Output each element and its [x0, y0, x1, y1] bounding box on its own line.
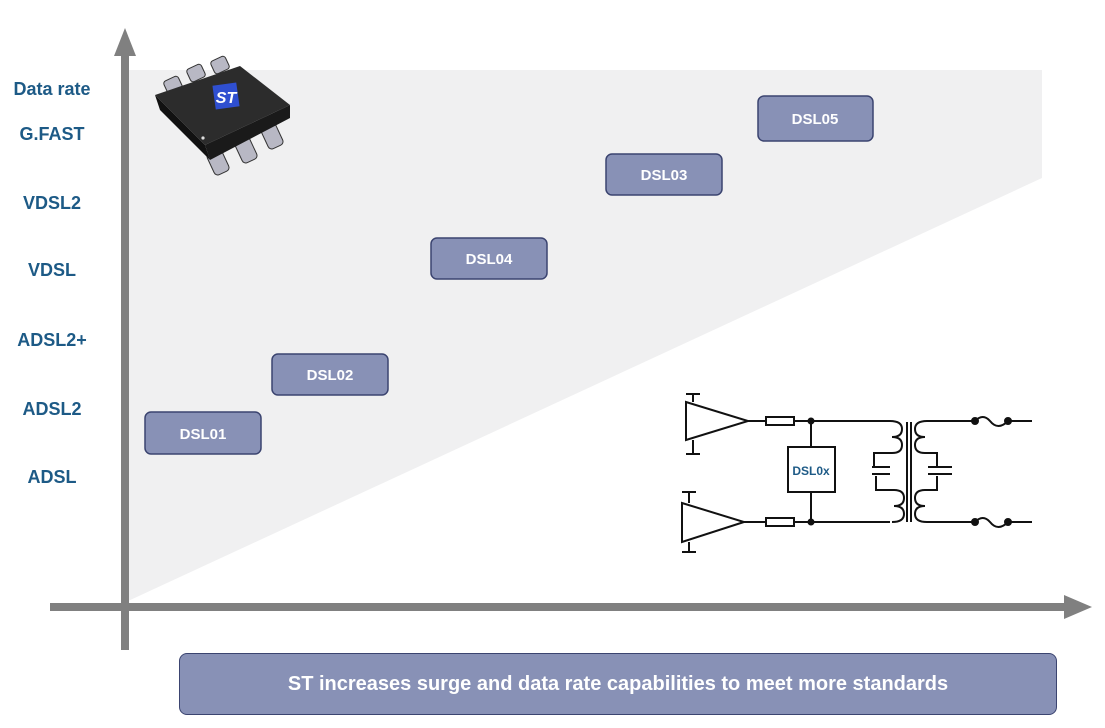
svg-text:DSL01: DSL01 [180, 426, 227, 443]
x-axis [50, 595, 1092, 619]
level-label-gfast: G.FAST [19, 124, 84, 144]
product-box-dsl04: DSL04 [430, 237, 548, 280]
product-box-dsl03: DSL03 [605, 153, 723, 196]
product-box-dsl05: DSL05 [757, 95, 874, 142]
svg-text:DSL05: DSL05 [792, 111, 839, 128]
svg-text:DSL02: DSL02 [307, 367, 354, 384]
level-label-adsl: ADSL [28, 467, 77, 487]
summary-banner: ST increases surge and data rate capabil… [179, 653, 1057, 715]
level-label-vdsl: VDSL [28, 260, 76, 280]
level-label-adsl2plus: ADSL2+ [17, 330, 87, 350]
protection-circuit-schematic [681, 393, 1032, 553]
circuit-device-label: DSL0x [792, 464, 830, 478]
y-axis-title: Data rate [13, 79, 90, 99]
chip-icon: ST [155, 55, 290, 176]
capability-region [126, 70, 1042, 602]
level-label-vdsl2: VDSL2 [23, 193, 81, 213]
product-box-dsl01: DSL01 [144, 411, 262, 455]
svg-text:ST: ST [216, 90, 238, 107]
svg-text:DSL03: DSL03 [641, 167, 688, 184]
level-label-adsl2: ADSL2 [22, 399, 81, 419]
svg-text:DSL04: DSL04 [466, 251, 513, 268]
product-box-dsl02: DSL02 [271, 353, 389, 396]
y-axis [114, 28, 136, 650]
